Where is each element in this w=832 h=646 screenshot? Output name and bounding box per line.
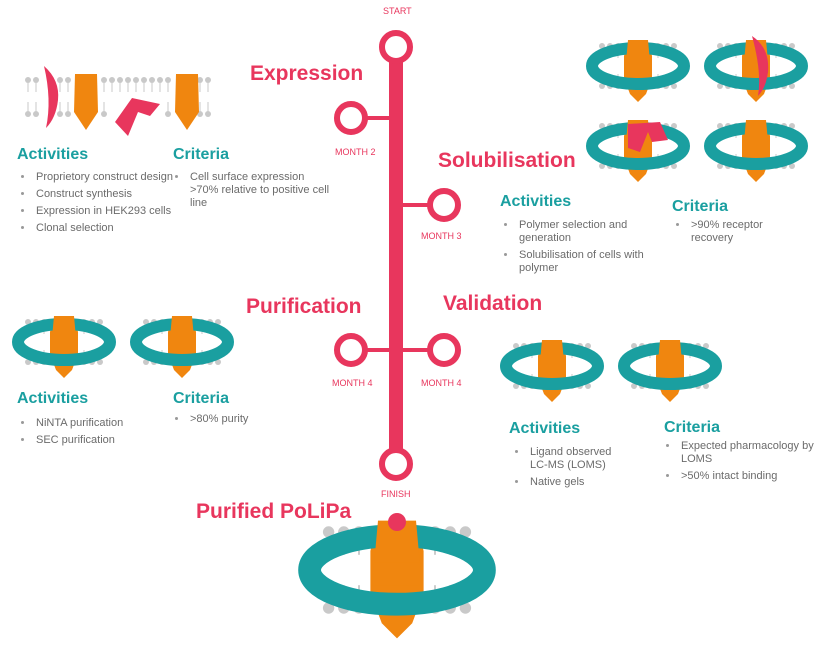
purification-activities-list: NiNTA purification SEC purification xyxy=(20,417,174,451)
list-item: Solubilisation of cells with polymer xyxy=(517,249,645,275)
expression-criteria-heading: Criteria xyxy=(173,146,230,163)
month3-node xyxy=(427,188,461,222)
validation-activities-heading: Activities xyxy=(509,420,581,437)
validation-discs xyxy=(506,340,716,402)
solubilisation-activities-heading: Activities xyxy=(500,193,572,210)
month4-validation-node xyxy=(427,333,461,367)
list-item: Clonal selection xyxy=(34,222,174,235)
month3-label: MONTH 3 xyxy=(421,231,462,241)
start-node xyxy=(379,30,413,64)
list-item: >90% receptor recovery xyxy=(689,219,789,245)
list-item: Polymer selection and generation xyxy=(517,219,645,245)
month4-purification-node xyxy=(334,333,368,367)
purification-discs xyxy=(18,316,228,378)
expression-title: Expression xyxy=(250,62,364,85)
purification-title: Purification xyxy=(246,295,362,318)
purified-polipa-title: Purified PoLiPa xyxy=(196,500,352,523)
list-item: Proprietory construct design xyxy=(34,171,174,184)
finish-node xyxy=(379,447,413,481)
list-item: SEC purification xyxy=(34,434,174,447)
expression-membrane-illustration xyxy=(24,66,212,136)
validation-criteria-list: Expected pharmacology by LOMS >50% intac… xyxy=(665,440,829,487)
list-item: NiNTA purification xyxy=(34,417,174,430)
timeline xyxy=(334,30,461,481)
list-item: Ligand observed LC-MS (LOMS) xyxy=(528,446,632,472)
purification-criteria-heading: Criteria xyxy=(173,390,230,407)
solubilisation-discs xyxy=(592,36,802,182)
validation-title: Validation xyxy=(443,292,543,315)
list-item: >80% purity xyxy=(188,413,328,426)
finish-label: FINISH xyxy=(381,489,411,499)
expression-criteria-list: Cell surface expression >70% relative to… xyxy=(174,171,330,214)
list-item: Cell surface expression >70% relative to… xyxy=(188,171,330,210)
validation-activities-list: Ligand observed LC-MS (LOMS) Native gels xyxy=(514,446,632,493)
expression-activities-list: Proprietory construct design Construct s… xyxy=(20,171,174,239)
purified-polipa-illustration xyxy=(310,513,485,638)
validation-criteria-heading: Criteria xyxy=(664,419,721,436)
month2-label: MONTH 2 xyxy=(335,147,376,157)
expression-activities-heading: Activities xyxy=(17,146,89,163)
solubilisation-criteria-heading: Criteria xyxy=(672,198,729,215)
list-item: Construct synthesis xyxy=(34,188,174,201)
list-item: Expression in HEK293 cells xyxy=(34,205,174,218)
solubilisation-title: Solubilisation xyxy=(438,149,576,172)
purification-activities-heading: Activities xyxy=(17,390,89,407)
purification-criteria-list: >80% purity xyxy=(174,413,328,430)
list-item: Expected pharmacology by LOMS xyxy=(679,440,829,466)
month4-purification-label: MONTH 4 xyxy=(332,378,373,388)
start-label: START xyxy=(383,6,412,16)
list-item: >50% intact binding xyxy=(679,470,829,483)
solubilisation-criteria-list: >90% receptor recovery xyxy=(675,219,789,249)
month2-node xyxy=(334,101,368,135)
list-item: Native gels xyxy=(528,476,632,489)
month4-validation-label: MONTH 4 xyxy=(421,378,462,388)
solubilisation-activities-list: Polymer selection and generation Solubil… xyxy=(503,219,645,279)
